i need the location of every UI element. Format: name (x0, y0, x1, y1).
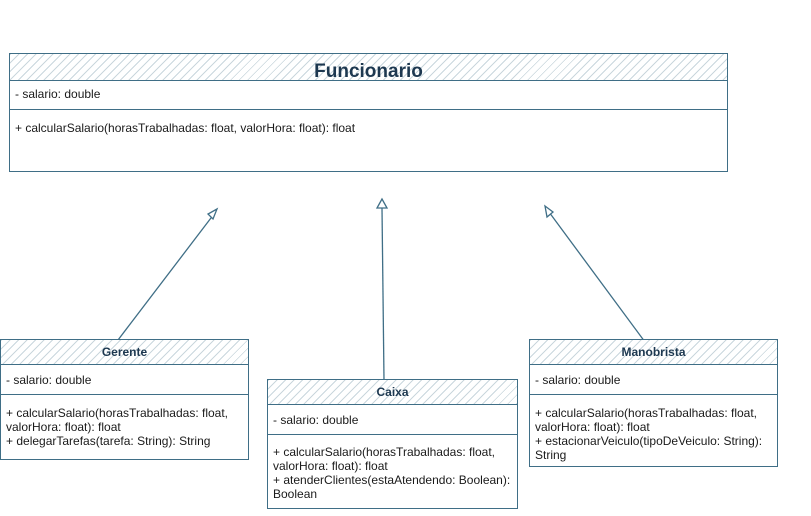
arrowhead-gerente (206, 207, 219, 221)
method: Boolean (273, 487, 318, 501)
arrowhead-manobrista (544, 204, 555, 219)
arrowhead-caixa (375, 197, 389, 209)
method: + calcularSalario(horasTrabalhadas: floa… (6, 406, 229, 420)
class-funcionario-attributes: - salario: double (10, 81, 727, 110)
attribute: - salario: double (15, 87, 101, 101)
class-gerente[interactable]: Gerente - salario: double + calcularSala… (0, 339, 249, 460)
method: String (535, 448, 567, 462)
class-caixa-methods: + calcularSalario(horasTrabalhadas: floa… (268, 435, 517, 504)
class-gerente-header: Gerente (1, 340, 248, 365)
class-gerente-attributes: - salario: double (1, 365, 248, 395)
class-funcionario[interactable]: Funcionario - salario: double + calcular… (9, 53, 728, 172)
class-funcionario-name: Funcionario (314, 61, 423, 82)
method: + atenderClientes(estaAtendendo: Boolean… (273, 473, 511, 487)
class-manobrista[interactable]: Manobrista - salario: double + calcularS… (529, 339, 778, 467)
class-funcionario-methods: + calcularSalario(horasTrabalhadas: floa… (10, 110, 727, 138)
method: + calcularSalario(horasTrabalhadas: floa… (273, 445, 496, 459)
class-gerente-name: Gerente (101, 345, 148, 359)
class-gerente-methods: + calcularSalario(horasTrabalhadas: floa… (1, 395, 248, 451)
arrow-caixa-to-funcionario (381, 207, 385, 381)
method: valorHora: float): float (6, 420, 121, 434)
method: + delegarTarefas(tarefa: String): String (6, 434, 211, 448)
class-manobrista-attributes: - salario: double (530, 365, 777, 395)
attribute: - salario: double (273, 413, 359, 427)
class-manobrista-methods: + calcularSalario(horasTrabalhadas: floa… (530, 395, 777, 465)
attribute: - salario: double (535, 373, 621, 387)
method: valorHora: float): float (273, 459, 388, 473)
class-caixa-attributes: - salario: double (268, 405, 517, 435)
class-caixa-name: Caixa (376, 385, 409, 399)
attribute: - salario: double (6, 373, 92, 387)
method: + calcularSalario(horasTrabalhadas: floa… (535, 406, 758, 420)
class-caixa[interactable]: Caixa - salario: double + calcularSalari… (267, 379, 518, 509)
method: + calcularSalario(horasTrabalhadas: floa… (15, 121, 356, 135)
arrow-manobrista-to-funcionario (548, 211, 646, 343)
class-manobrista-name: Manobrista (621, 345, 686, 359)
method: + estacionarVeiculo(tipoDeVeiculo: Strin… (535, 434, 763, 448)
class-caixa-header: Caixa (268, 380, 517, 405)
arrow-gerente-to-funcionario (117, 213, 215, 341)
class-manobrista-header: Manobrista (530, 340, 777, 365)
class-funcionario-header: Funcionario (10, 54, 727, 82)
method: valorHora: float): float (535, 420, 650, 434)
